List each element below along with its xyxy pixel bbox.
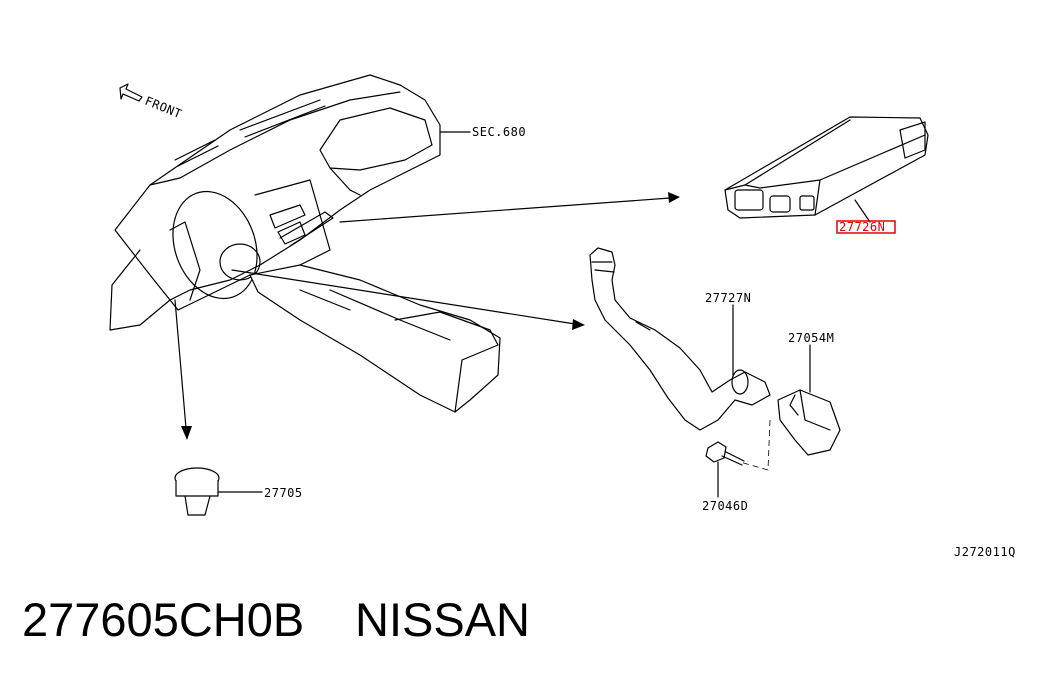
highlight-box-27726N bbox=[836, 220, 896, 234]
callout-27727N: 27727N bbox=[705, 291, 751, 305]
callout-27046D: 27046D bbox=[702, 499, 748, 513]
brand-caption: NISSAN bbox=[355, 593, 530, 646]
hose-27727N-drawing bbox=[589, 247, 771, 431]
clip-27705-drawing bbox=[174, 467, 263, 516]
part-number-caption: 277605CH0B bbox=[22, 593, 305, 646]
connector-27054M-drawing bbox=[739, 344, 841, 471]
figure-code: J272011Q bbox=[954, 545, 1016, 559]
callout-27726N: 27726N bbox=[839, 220, 885, 234]
front-label: FRONT bbox=[143, 94, 184, 121]
callout-27054M: 27054M bbox=[788, 331, 834, 345]
callout-27705: 27705 bbox=[264, 486, 303, 500]
front-arrow-icon bbox=[119, 83, 143, 102]
callout-sec680: SEC.680 bbox=[472, 125, 526, 139]
leader-arrows bbox=[174, 131, 680, 440]
module-27726N-drawing bbox=[724, 116, 929, 223]
instrument-panel-drawing bbox=[109, 74, 501, 413]
front-direction-indicator: FRONT bbox=[119, 83, 184, 121]
screw-27046D-drawing bbox=[705, 441, 745, 498]
